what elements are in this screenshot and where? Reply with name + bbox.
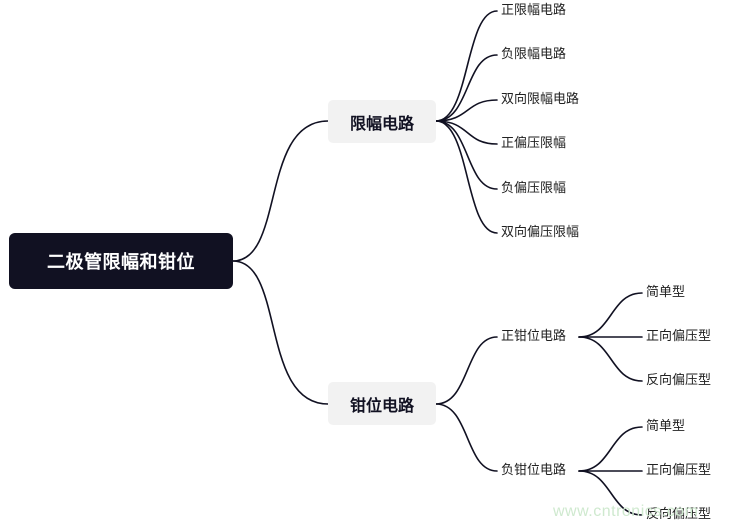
connector-clamping-positive <box>435 336 498 405</box>
branch-node-limiting[interactable]: 限幅电路 <box>328 100 436 143</box>
leaf-negative-clamp-simple[interactable]: 简单型 <box>646 419 686 434</box>
leaf-negative-clamp-reverse-bias[interactable]: 反向偏压型 <box>646 507 712 522</box>
connector-limiting-6 <box>435 120 498 234</box>
leaf-positive-clamp-forward-bias[interactable]: 正向偏压型 <box>646 329 712 344</box>
leaf-negative-bias-limiter[interactable]: 负偏压限幅 <box>501 181 567 196</box>
connector-limiting-2 <box>435 54 498 122</box>
connector-root-limiting <box>232 120 329 262</box>
watermark: www.cntronics.com <box>553 503 699 520</box>
connector-limiting-3 <box>435 99 498 122</box>
connector-root-clamping <box>232 260 329 405</box>
connector-limiting-5 <box>435 120 498 190</box>
connector-negative-1 <box>578 426 643 472</box>
connector-negative-3 <box>578 470 643 516</box>
leaf-bidirectional-bias-limiter[interactable]: 双向偏压限幅 <box>501 225 580 240</box>
leaf-bidirectional-limiter[interactable]: 双向限幅电路 <box>501 92 580 107</box>
connector-positive-3 <box>578 336 643 382</box>
connector-positive-1 <box>578 292 643 338</box>
leaf-positive-limiter[interactable]: 正限幅电路 <box>501 3 567 18</box>
leaf-positive-clamp-reverse-bias[interactable]: 反向偏压型 <box>646 373 712 388</box>
leaf-negative-limiter[interactable]: 负限幅电路 <box>501 47 567 62</box>
branch-node-clamping[interactable]: 钳位电路 <box>328 382 436 425</box>
subbranch-positive-clamp[interactable]: 正钳位电路 <box>501 329 567 344</box>
connector-limiting-4 <box>435 120 498 145</box>
leaf-positive-bias-limiter[interactable]: 正偏压限幅 <box>501 136 567 151</box>
leaf-negative-clamp-forward-bias[interactable]: 正向偏压型 <box>646 463 712 478</box>
connector-limiting-1 <box>435 10 498 122</box>
leaf-positive-clamp-simple[interactable]: 简单型 <box>646 285 686 300</box>
connector-clamping-negative <box>435 403 498 472</box>
root-node[interactable]: 二极管限幅和钳位 <box>9 233 233 289</box>
subbranch-negative-clamp[interactable]: 负钳位电路 <box>501 463 567 478</box>
